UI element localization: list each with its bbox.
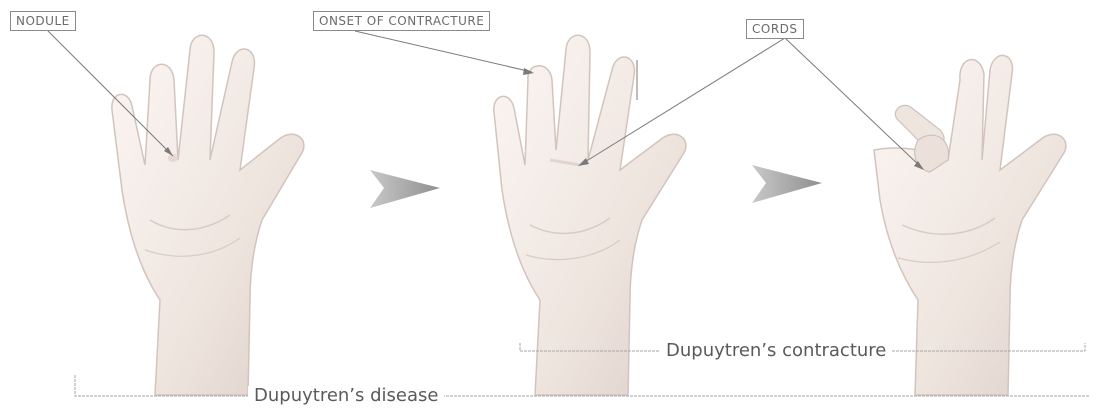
onset-leader [355,31,532,72]
hand-stage-3 [874,55,1066,395]
hand-stage-1 [112,35,304,395]
cords-leader-2 [785,38,922,168]
contracture-bracket-label: Dupuytren’s contracture [660,341,892,361]
hand-stage-2 [494,35,686,395]
onset-of-contracture-label: ONSET OF CONTRACTURE [313,11,490,31]
nodule-mark [168,154,178,162]
nodule-label: NODULE [10,11,76,31]
cords-label: CORDS [746,19,804,39]
progression-arrow-2 [752,165,822,203]
progression-arrow-1 [370,170,440,208]
disease-bracket-label: Dupuytren’s disease [248,386,444,406]
